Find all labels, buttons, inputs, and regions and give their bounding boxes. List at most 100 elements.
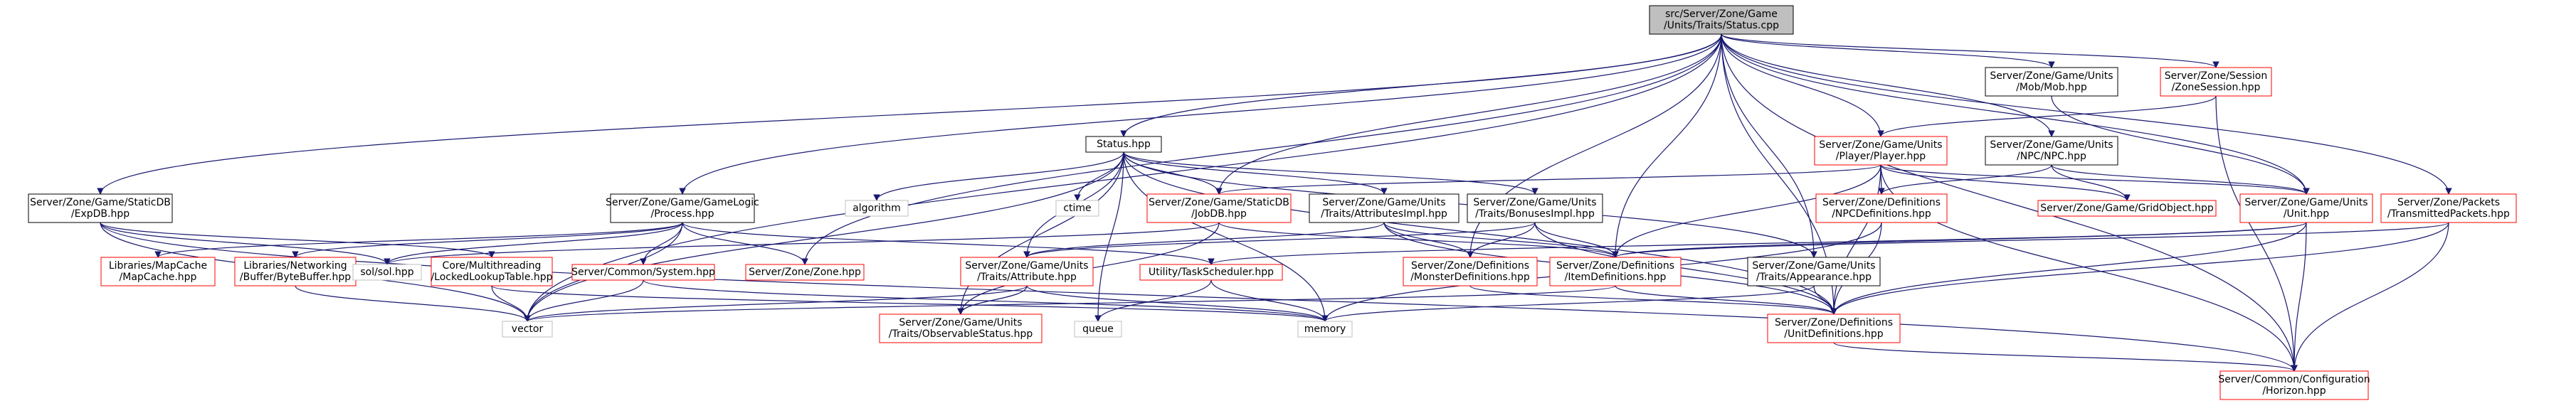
edge-root-to-jobdb — [1215, 33, 1722, 195]
edge-unit-to-itemdefs — [1612, 222, 2307, 258]
node-unit[interactable]: Server/Zone/Game/Units/Unit.hpp — [2239, 193, 2373, 223]
node-lookup[interactable]: Core/Multithreading/LockedLookupTable.hp… — [431, 257, 553, 286]
node-taskscheduler[interactable]: Utility/TaskScheduler.hpp — [1139, 264, 1283, 281]
node-commonsys[interactable]: Server/Common/System.hpp — [571, 264, 715, 281]
edge-npc-to-npcdefs — [1878, 164, 2052, 195]
node-label-line: /TransmittedPackets.hpp — [2387, 208, 2510, 220]
node-ctime[interactable]: ctime — [1055, 200, 1099, 217]
node-npc[interactable]: Server/Zone/Game/Units/NPC/NPC.hpp — [1985, 136, 2118, 166]
node-observable[interactable]: Server/Zone/Game/Units/Traits/Observable… — [879, 314, 1042, 343]
node-sol[interactable]: sol/sol.hpp — [352, 264, 422, 281]
node-monsterdefs[interactable]: Server/Zone/Definitions/MonsterDefinitio… — [1403, 257, 1538, 286]
edge-player-to-jobdb — [1215, 164, 1881, 195]
node-box — [1139, 264, 1283, 281]
edge-root-to-zonesession — [1721, 33, 2219, 68]
node-gridobject[interactable]: Server/Zone/Game/GridObject.hpp — [2037, 200, 2217, 217]
node-vector[interactable]: vector — [502, 321, 553, 338]
node-algorithm[interactable]: algorithm — [845, 200, 909, 217]
node-label-line: /NPCDefinitions.hpp — [1832, 208, 1931, 220]
edge-gamelogic-to-zonehpp — [682, 222, 808, 265]
node-itemdefs[interactable]: Server/Zone/Definitions/ItemDefinitions.… — [1549, 257, 1682, 286]
node-attrimpl[interactable]: Server/Zone/Game/Units/Traits/Attributes… — [1309, 193, 1459, 223]
node-box — [1767, 314, 1901, 343]
node-box — [100, 257, 216, 286]
edge-status_hpp-to-vector — [524, 151, 1124, 322]
node-status_hpp[interactable]: Status.hpp — [1085, 136, 1162, 153]
node-label-line: /JobDB.hpp — [1191, 208, 1247, 220]
node-attribute[interactable]: Server/Zone/Game/Units/Traits/Attribute.… — [960, 257, 1094, 286]
node-mapcache[interactable]: Libraries/MapCache/MapCache.hpp — [100, 257, 216, 286]
node-root[interactable]: src/Server/Zone/Game/Units/Traits/Status… — [1649, 5, 1794, 35]
node-label-line: Server/Zone/Definitions — [1556, 260, 1674, 272]
node-label-line: Server/Zone/Packets — [2397, 197, 2500, 208]
node-horizon[interactable]: Server/Common/Configuration/Horizon.hpp — [2218, 370, 2370, 400]
node-label-line: Server/Zone/Definitions — [1775, 317, 1893, 328]
node-appearance[interactable]: Server/Zone/Game/Units/Traits/Appearance… — [1747, 257, 1881, 286]
node-label-line: Server/Common/Configuration — [2218, 374, 2370, 385]
node-label-line: Server/Zone/Game/Units — [1990, 70, 2113, 82]
node-box — [2219, 370, 2369, 400]
node-box — [2037, 200, 2217, 217]
node-player[interactable]: Server/Zone/Game/Units/Player/Player.hpp — [1814, 136, 1948, 166]
node-box — [2160, 67, 2272, 97]
node-label-line: /Unit.hpp — [2284, 208, 2329, 220]
node-box — [1403, 257, 1538, 286]
node-label-line: Status.hpp — [1097, 139, 1151, 150]
edge-gamelogic-to-sol — [384, 222, 683, 265]
node-box — [2380, 193, 2517, 223]
edge-attrimpl-to-monsterdefs — [1383, 222, 1474, 258]
node-label-line: ctime — [1063, 203, 1091, 214]
edge-root-to-status_hpp — [1120, 33, 1722, 137]
node-label-line: Server/Zone/Session — [2165, 70, 2267, 82]
node-memory[interactable]: memory — [1297, 321, 1353, 338]
edge-attrimpl-to-itemdefs — [1383, 222, 1619, 258]
node-bytebuffer[interactable]: Libraries/Networking/Buffer/ByteBuffer.h… — [234, 257, 357, 286]
edge-appearance-to-memory — [1321, 285, 1815, 322]
node-box — [1649, 5, 1794, 35]
node-box — [1814, 136, 1948, 166]
node-box — [1055, 200, 1099, 217]
node-expdb[interactable]: Server/Zone/Game/StaticDB/ExpDB.hpp — [28, 193, 173, 223]
node-box — [1549, 257, 1682, 286]
nodes-layer: src/Server/Zone/Game/Units/Traits/Status… — [28, 5, 2517, 400]
edge-status_hpp-to-queue — [1094, 151, 1124, 322]
node-box — [431, 257, 553, 286]
node-box — [960, 257, 1094, 286]
edge-bonusimpl-to-attribute — [1023, 222, 1536, 258]
node-bonusimpl[interactable]: Server/Zone/Game/Units/Traits/BonusesImp… — [1467, 193, 1603, 223]
node-label-line: Utility/TaskScheduler.hpp — [1149, 267, 1274, 278]
node-zonehpp[interactable]: Server/Zone/Zone.hpp — [745, 264, 865, 281]
edge-player-to-unitdefs — [1830, 164, 1881, 315]
node-box — [1297, 321, 1353, 338]
node-box — [1985, 67, 2118, 97]
edge-mob-to-unit — [2051, 95, 2310, 195]
node-box — [745, 264, 865, 281]
edge-packets-to-horizon — [2291, 222, 2449, 372]
node-label-line: Server/Zone/Game/Units — [1322, 197, 1445, 208]
edge-jobdb-to-sol — [384, 222, 1220, 265]
node-unitdefs[interactable]: Server/Zone/Definitions/UnitDefinitions.… — [1767, 314, 1901, 343]
node-mob[interactable]: Server/Zone/Game/Units/Mob/Mob.hpp — [1985, 67, 2118, 97]
node-label-line: /MapCache.hpp — [120, 272, 197, 283]
edge-player-to-gridobject — [1880, 164, 2131, 201]
edge-zonesession-to-player — [1877, 95, 2217, 137]
node-queue[interactable]: queue — [1074, 321, 1122, 338]
edge-root-to-expdb — [97, 33, 1722, 195]
node-box — [1467, 193, 1603, 223]
edges-layer — [97, 33, 2452, 372]
node-npcdefs[interactable]: Server/Zone/Definitions/NPCDefinitions.h… — [1815, 193, 1948, 223]
node-packets[interactable]: Server/Zone/Packets/TransmittedPackets.h… — [2380, 193, 2517, 223]
node-box — [879, 314, 1042, 343]
node-zonesession[interactable]: Server/Zone/Session/ZoneSession.hpp — [2160, 67, 2272, 97]
edge-attribute-to-observable — [957, 285, 1028, 315]
edge-status_hpp-to-bonusimpl — [1123, 151, 1538, 195]
edge-root-to-npc — [1721, 33, 2055, 137]
edge-gamelogic-to-bytebuffer — [292, 222, 683, 258]
edge-gamelogic-to-mapcache — [154, 222, 683, 258]
node-label-line: src/Server/Zone/Game — [1665, 9, 1778, 20]
node-label-line: /Traits/AttributesImpl.hpp — [1321, 208, 1447, 220]
edge-attribute-to-vector — [524, 285, 1028, 322]
node-gamelogic[interactable]: Server/Zone/Game/GameLogic/Process.hpp — [606, 193, 759, 223]
node-jobdb[interactable]: Server/Zone/Game/StaticDB/JobDB.hpp — [1146, 193, 1292, 223]
node-label-line: Server/Zone/Game/Units — [899, 317, 1022, 328]
